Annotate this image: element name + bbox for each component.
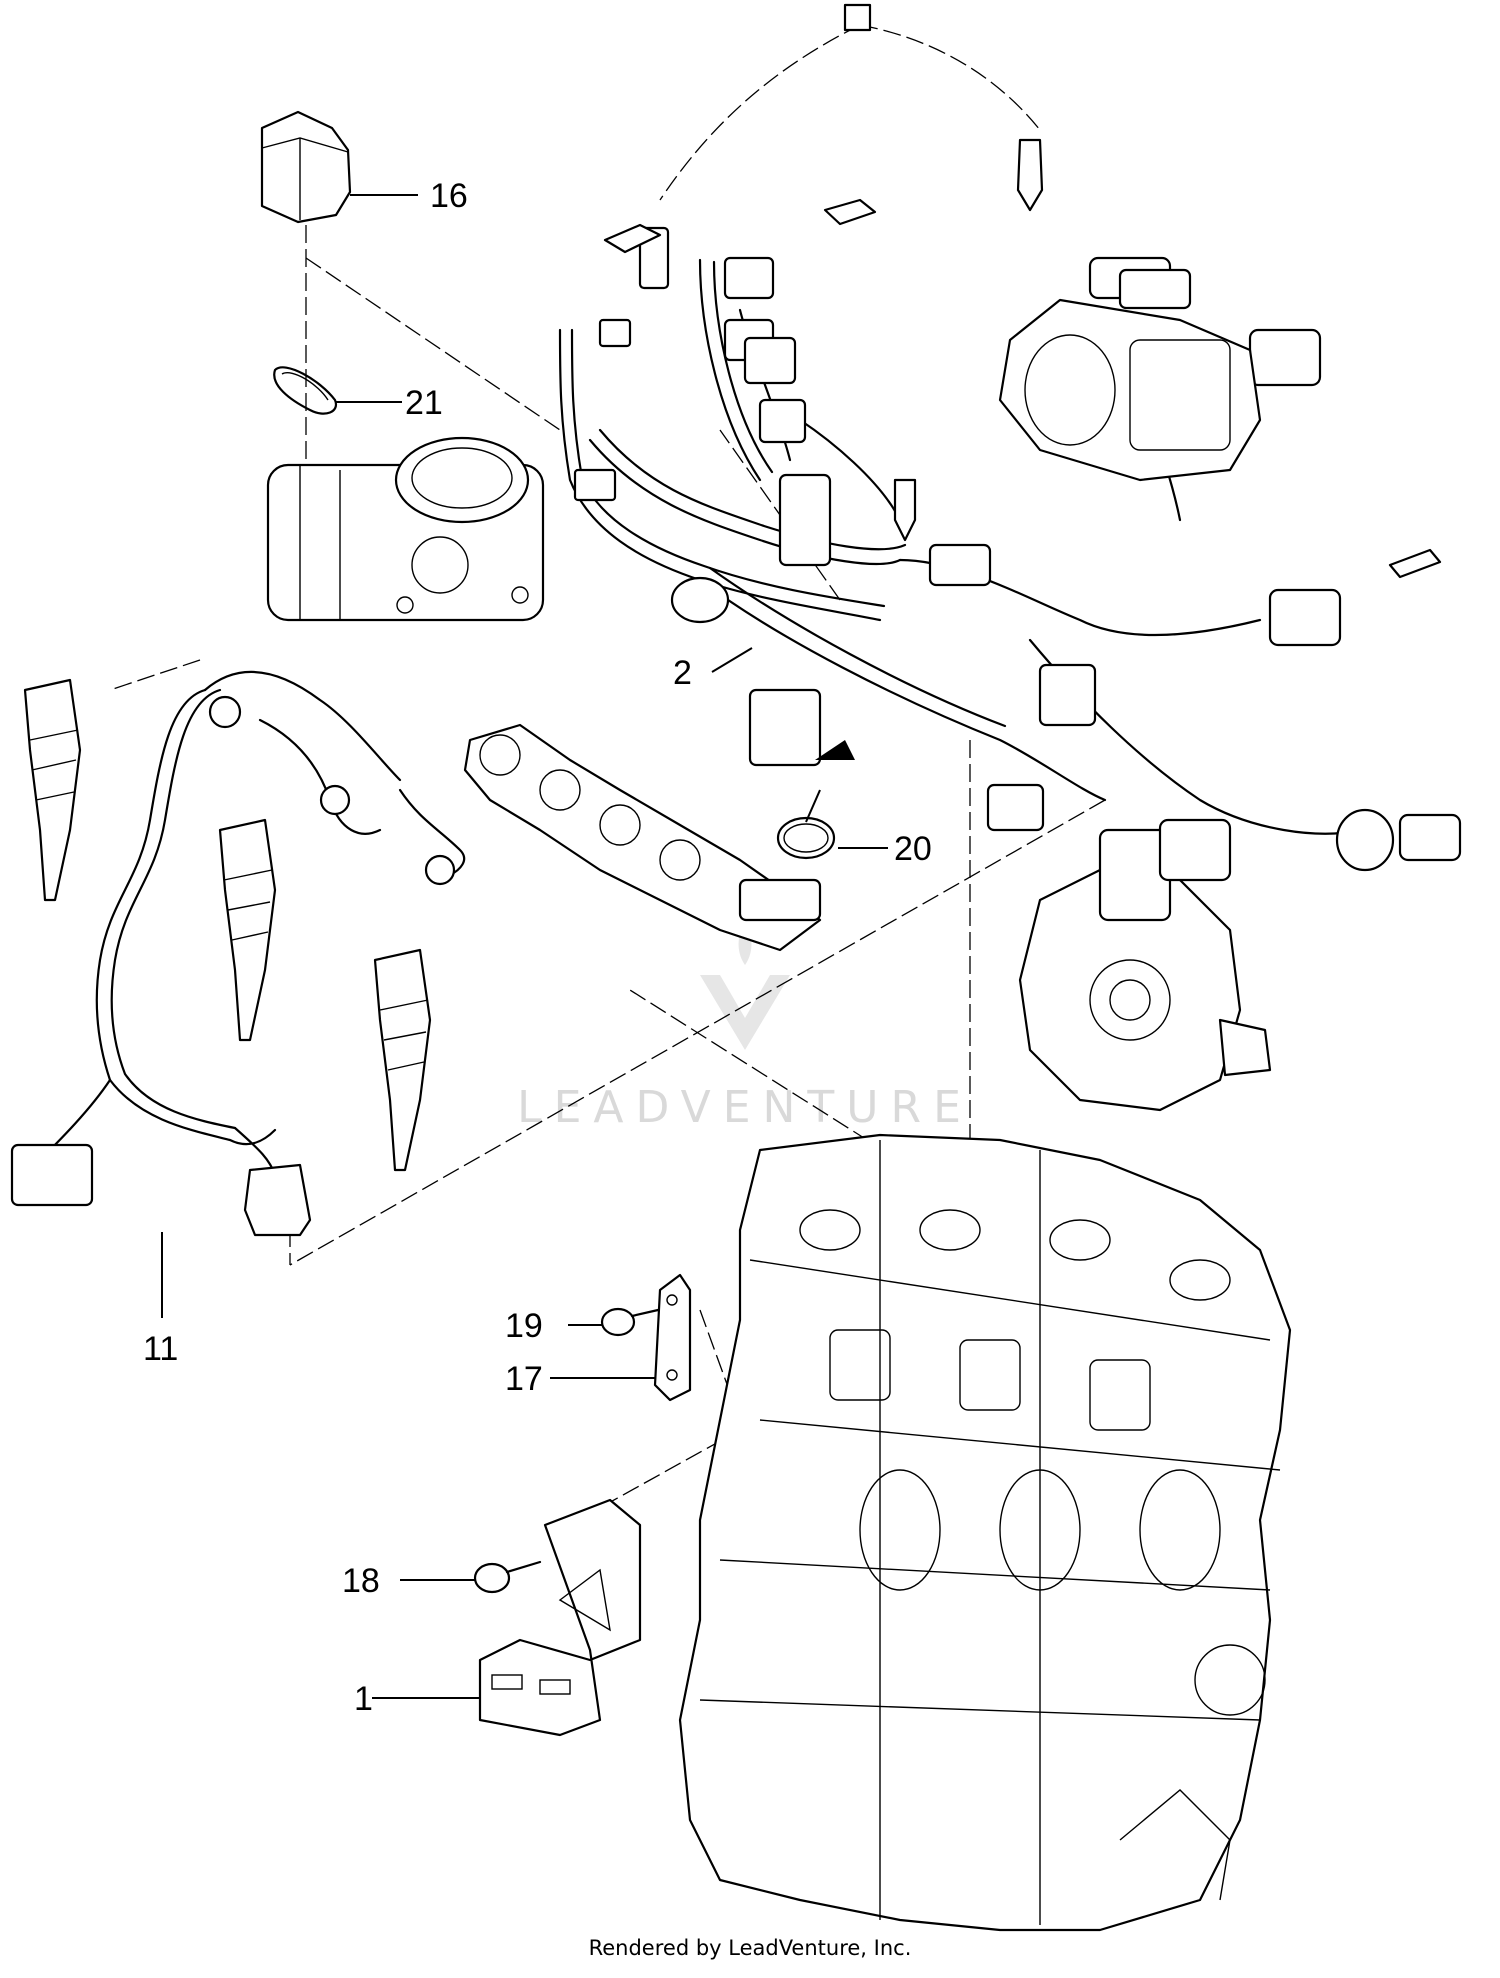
injectors (23, 678, 432, 1172)
engine-block (678, 1133, 1292, 1932)
fuel-rail (463, 723, 822, 952)
part-19-bolt (600, 1307, 660, 1337)
part-16-boot (260, 110, 352, 224)
sensors (603, 3, 1442, 579)
egr-valve (998, 256, 1262, 482)
callout-19: 19 (505, 1307, 543, 1345)
part-11-injector-harness (10, 670, 466, 1237)
part-1-bracket (478, 1498, 642, 1737)
part-21-gasket (273, 366, 338, 415)
part-20-clamp (776, 816, 836, 860)
callout-18: 18 (342, 1562, 380, 1600)
callout-16: 16 (430, 177, 468, 215)
footer-rendered-by: Rendered by LeadVenture, Inc. (588, 1936, 912, 1960)
part-17-bracket (653, 1273, 692, 1402)
throttle-body (266, 436, 545, 622)
fuel-pump (1018, 818, 1272, 1112)
callout-1: 1 (354, 1680, 373, 1718)
callout-leaders (161, 194, 888, 1699)
assembly-lines (109, 24, 1106, 1531)
callout-2: 2 (673, 654, 692, 692)
callout-17: 17 (505, 1360, 543, 1398)
callout-11: 11 (143, 1330, 178, 1368)
callout-labels: 16 21 2 20 11 19 17 18 1 (143, 177, 932, 1718)
callout-20: 20 (894, 830, 932, 868)
harness-connectors (573, 226, 1462, 872)
watermark: LEADVENTURE (517, 920, 973, 1133)
callout-21: 21 (405, 384, 443, 422)
watermark-text: LEADVENTURE (517, 1082, 973, 1133)
part-18-bolt (473, 1560, 542, 1594)
